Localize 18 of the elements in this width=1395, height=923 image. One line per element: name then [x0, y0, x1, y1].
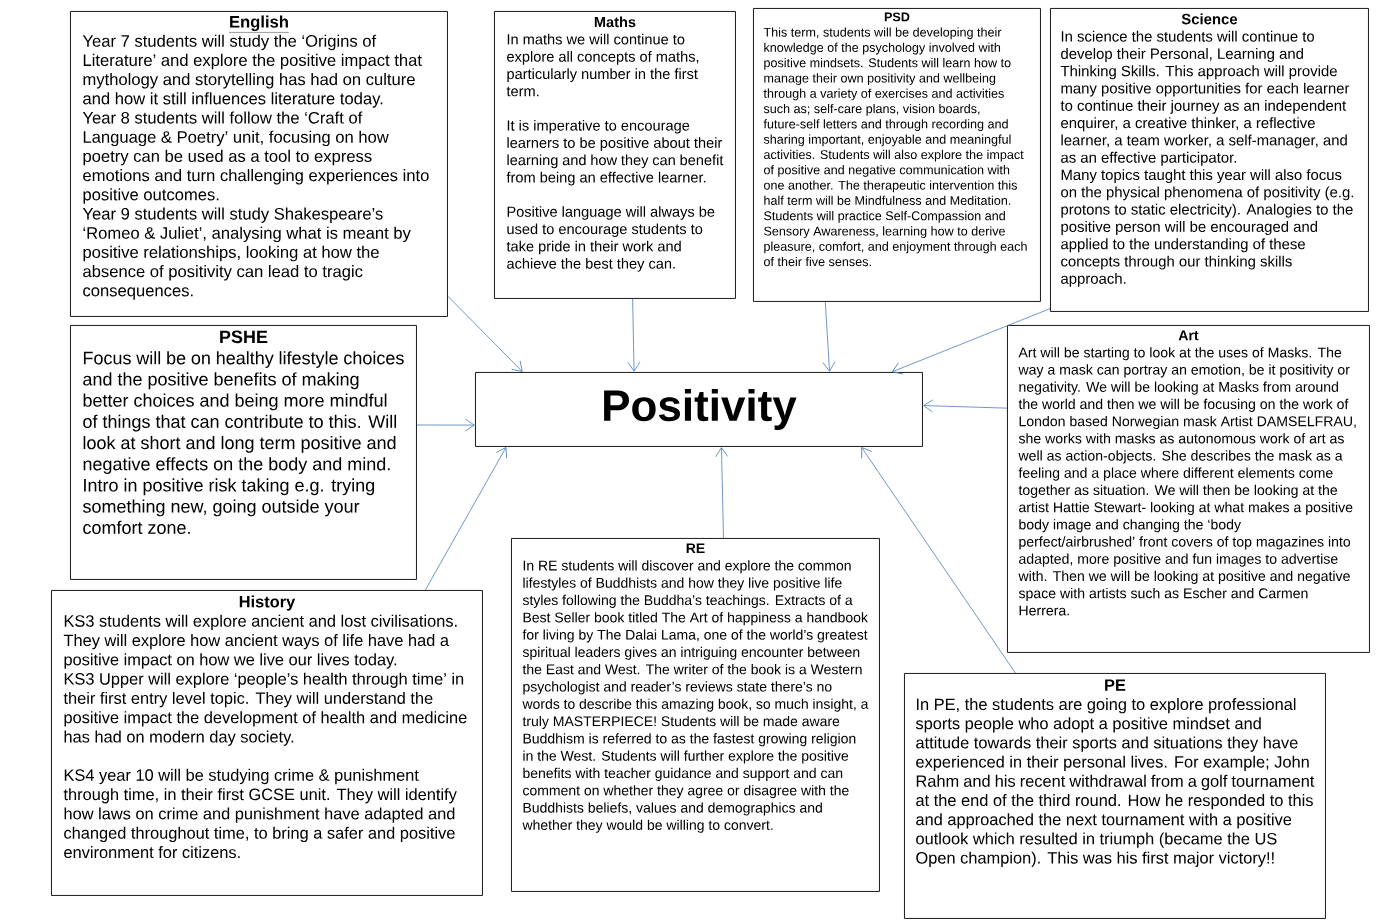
- subject-box: Maths In maths we will continue to explore all concepts of maths, particularly number in the first term. It is imperative to encourage learners to be positive about their learning and how they can benefit from being an effective learner. Positive language will always be used to encourage students to take pride in their work and achieve the best they can.: [494, 11, 736, 299]
- arrow: [861, 447, 1016, 674]
- arrow: [715, 447, 729, 539]
- subject-box: RE In RE students will discover and explore the common lifestyles of Buddhists and how they live positive life styles following the Buddha’s teachings. Extracts of a Best Seller book titled The Art of happiness a handbook for living by The Dalai Lama, one of the world’s greatest spiritual leaders gives an intriguing encounter between the East and West. The writer of the book is a Western psychologist and reader’s reviews state there’s no words to describe this amazing book, so much insight, a truly MASTERPIECE! Students will be made aware Buddhism is referred to as the fastest growing religion in the West. Students will further explore the positive benefits with teacher guidance and support and can comment on whether they agree or disagree with the Buddhists beliefs, values and demographics and whether they would be willing to convert.: [511, 538, 880, 892]
- arrow: [822, 301, 836, 372]
- subject-box: PSHE Focus will be on healthy lifestyle choices and the positive benefits of making better choices and being more mindful of things that can contribute to this. Will look at short and long term positive and negative effects on the body and mind. Intro in positive risk taking e.g. trying something new, going outside your comfort zone.: [70, 325, 417, 580]
- subject-box: PE In PE, the students are going to explore professional sports people who adopt a positive mindset and attitude towards their sports and situations they have experienced in their personal lives. For example; John Rahm and his recent withdrawal from a golf tournament at the end of the third round. How he responded to this and approached the next tournament with a positive outlook which resulted in triumph (became the US Open champion). This was his first major victory!!: [904, 673, 1326, 919]
- subject-box: PSD This term, students will be developing their knowledge of the psychology involved with positive mindsets. Students will learn how to manage their own positivity and wellbeing through a variety of exercises and activities such as; self-care plans, vision boards, future-self letters and through recording and sharing important, enjoyable and meaningful activities. Students will also explore the impact of positive and negative communication with one another. The therapeutic intervention this half term will be Mindfulness and Meditation. Students will practice Self-Compassion and Sensory Awareness, learning how to derive pleasure, comfort, and enjoyment through each of their five senses.: [753, 8, 1041, 302]
- arrow: [891, 308, 1051, 375]
- subject-box: English Year 7 students will study the ‘Origins of Literature’ and explore the positive impact that mythology and storytelling has had on culture and how it still influences literature today. Year 8 students will follow the ‘Craft of Language & Poetry’ unit, focusing on how poetry can be used as a tool to express emotions and turn challenging experiences into positive outcomes. Year 9 students will study Shakespeare’s ‘Romeo & Juliet’, analysing what is meant by positive relationships, looking at how the absence of positivity can lead to tragic consequences.: [70, 11, 448, 317]
- subject-box: Science In science the students will continue to develop their Personal, Learning and Thinking Skills. This approach will provide many positive opportunities for each learner to continue their journey as an independent enquirer, a creative thinker, a reflective learner, a team worker, a self-manager, and as an effective participator. Many topics taught this year will also focus on the physical phenomena of positivity (e.g. protons to static electricity). Analogies to the positive person will be encouraged and applied to the understanding of these concepts through our thinking skills approach.: [1050, 8, 1369, 312]
- subject-box: History KS3 students will explore ancient and lost civilisations. They will explore how ancient ways of life have had a positive impact on how we live our lives today. KS3 Upper will explore ‘people’s health through time’ in their first entry level topic. They will understand the positive impact the development of health and medicine has had on modern day society. KS4 year 10 will be studying crime & punishment through time, in their first GCSE unit. They will identify how laws on crime and punishment have adapted and changed throughout time, to bring a safer and positive environment for citizens.: [51, 590, 483, 896]
- arrow: [627, 298, 641, 372]
- subject-box: Art Art will be starting to look at the uses of Masks. The way a mask can portray an emotion, be it positivity or negativity. We will be looking at Masks from around the world and then we will be focusing on the work of London based Norwegian mask Artist DAMSELFRAU, she works with masks as autonomous work of art as well as action-objects. She describes the mask as a feeling and a place where different elements come together as situation. We will then be looking at the artist Hattie Stewart- looking at what makes a positive body image and changing the ‘body perfect/airbrushed’ front covers of top magazines into adapted, more positive and fun images to advertise with. Then we will be looking at positive and negative space with artists such as Escher and Carmen Herrera.: [1007, 325, 1370, 653]
- title-box: Positivity: [475, 372, 923, 447]
- arrow: [923, 399, 1008, 413]
- arrow: [416, 418, 475, 432]
- arrow: [447, 295, 523, 372]
